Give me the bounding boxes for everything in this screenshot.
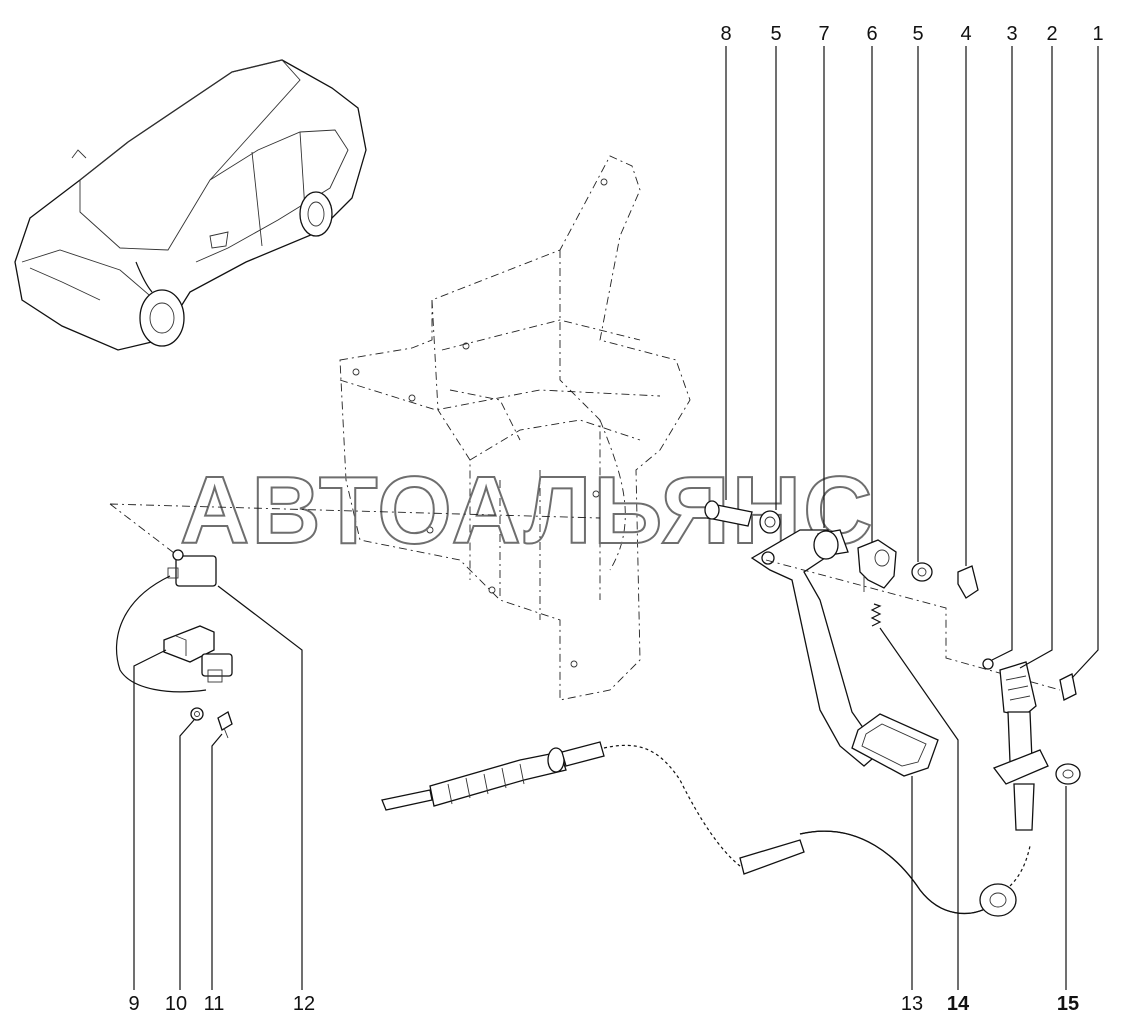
callout-15: 15	[1057, 993, 1079, 1015]
callout-2: 2	[1046, 23, 1057, 45]
clutch-pedal-parts	[704, 500, 1081, 831]
callout-14: 14	[947, 993, 970, 1015]
callout-8: 8	[720, 23, 731, 45]
callout-1: 1	[1092, 23, 1103, 45]
callout-13: 13	[901, 993, 923, 1015]
callout-numbers-bottom: 9 10 11 12 13 14 15	[128, 993, 1079, 1015]
callout-6: 6	[866, 23, 877, 45]
callout-12: 12	[293, 993, 315, 1015]
car-thumbnail	[14, 59, 367, 351]
callout-11: 11	[204, 993, 225, 1015]
clutch-cable	[381, 741, 1031, 917]
callout-7: 7	[818, 23, 829, 45]
callout-10: 10	[165, 993, 187, 1015]
leader-lines	[133, 46, 1099, 990]
callout-5-b: 5	[912, 23, 923, 45]
callout-9: 9	[128, 993, 139, 1015]
pedal-bracket-assembly	[339, 155, 691, 701]
callout-5-a: 5	[770, 23, 781, 45]
callout-3: 3	[1006, 23, 1017, 45]
callout-4: 4	[960, 23, 971, 45]
watermark: АВТОАЛЬЯНС	[180, 457, 874, 564]
callout-numbers-top: 8 5 7 6 5 4 3 2 1	[720, 23, 1103, 45]
clutch-pedal-switch-harness	[109, 503, 601, 739]
